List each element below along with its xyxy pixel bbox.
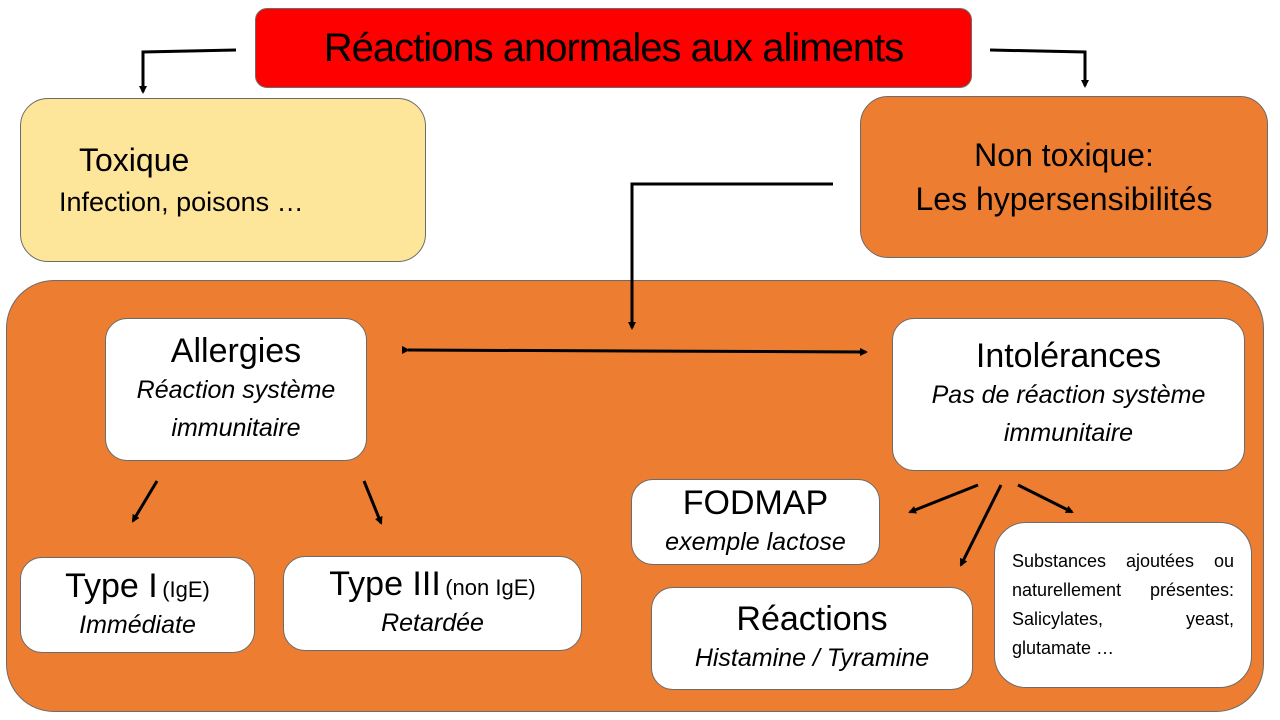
fodmap-box: FODMAP exemple lactose [631,479,880,565]
allergies-line1: Réaction système [136,376,336,404]
substances-box: Substances ajoutées ou naturellement pré… [994,522,1252,688]
non-toxique-line2: Les hypersensibilités [915,181,1213,217]
toxique-box: Toxique Infection, poisons … [20,98,426,262]
reactions-subtitle: Histamine / Tyramine [694,644,930,672]
arrow-to-type3 [362,480,383,525]
substances-text: Substances ajoutées ou naturellement pré… [1012,551,1234,658]
non-toxique-line1: Non toxique: [974,137,1154,173]
type1-tag: (IgE) [162,576,210,602]
fodmap-subtitle: exemple lactose [665,527,846,556]
toxique-heading: Toxique [79,142,190,178]
allergies-line2: immunitaire [171,414,301,442]
type3-subtitle: Retardée [381,609,484,637]
allergies-heading: Allergies [170,332,302,370]
arrow-to-toxique [139,48,237,94]
fodmap-heading: FODMAP [682,483,829,522]
arrow-to-fodmap [908,483,979,514]
arrow-to-reactions [959,484,1003,567]
type1-box: Type I (IgE) Immédiate [20,557,255,653]
arrow-to-hypersensibilites [628,182,833,330]
arrow-to-non-toxique [989,48,1089,88]
title-box: Réactions anormales aux aliments [255,8,972,88]
reactions-box: Réactions Histamine / Tyramine [651,587,973,690]
type3-box: Type III (non IgE) Retardée [283,556,582,651]
title-text: Réactions anormales aux aliments [323,25,904,70]
type1-subtitle: Immédiate [79,610,196,639]
double-arrow-allergies-intolerances [401,345,868,356]
type3-heading: Type III [329,565,441,603]
intolerances-box: Intolérances Pas de réaction système imm… [892,318,1245,471]
intolerances-line1: Pas de réaction système [931,381,1206,409]
arrow-to-type1 [131,480,159,523]
intolerances-line2: immunitaire [1003,419,1134,447]
type1-heading: Type I [65,566,158,605]
arrow-to-substances [1017,483,1074,514]
intolerances-heading: Intolérances [975,337,1162,375]
reactions-heading: Réactions [736,600,888,638]
type3-tag: (non IgE) [445,575,536,600]
toxique-subtitle: Infection, poisons … [59,187,304,217]
non-toxique-box: Non toxique: Les hypersensibilités [860,96,1268,258]
allergies-box: Allergies Réaction système immunitaire [105,318,367,461]
